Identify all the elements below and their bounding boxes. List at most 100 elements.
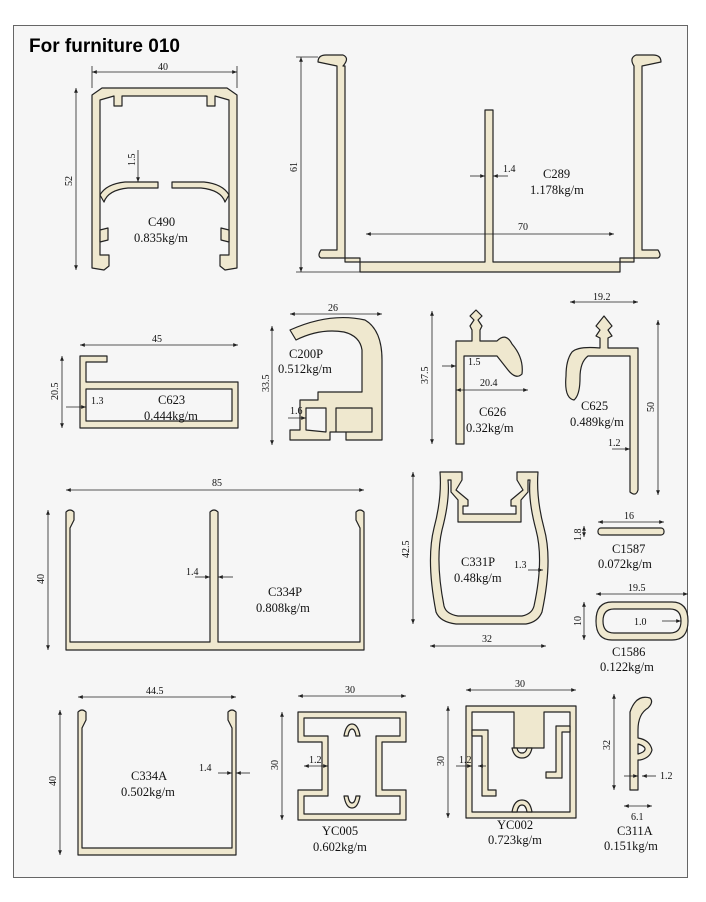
C289-dim-2: 70 (518, 222, 528, 233)
C311A-weight: 0.151kg/m (604, 839, 658, 853)
profile-C200P: 26 33.5 1.6 C200P 0.512kg/m (261, 303, 383, 445)
C1586-code: C1586 (612, 645, 645, 659)
C623-weight: 0.444kg/m (144, 409, 198, 423)
profile-C625: 19.2 50 1.2 C625 0.489kg/m (565, 292, 660, 495)
profile-C626: 37.5 1.5 20.4 C626 0.32kg/m (420, 309, 528, 445)
YC002-inner-left (471, 729, 497, 797)
C311A-code: C311A (617, 824, 653, 838)
C1587-weight: 0.072kg/m (598, 557, 652, 571)
C490-weight: 0.835kg/m (134, 231, 188, 245)
YC002-outline (465, 705, 577, 819)
C490-outline (91, 87, 238, 271)
page-title: For furniture 010 (29, 36, 180, 57)
C334P-code: C334P (268, 585, 302, 599)
C623-dim-1: 20.5 (50, 383, 61, 401)
YC002-dim-1: 30 (436, 756, 447, 766)
profile-C289: 61 1.4 70 C289 1.178kg/m (289, 54, 662, 273)
C1586-dim-1: 10 (573, 616, 584, 626)
C626-dim-2: 20.4 (480, 378, 498, 389)
C625-dim-0: 19.2 (593, 292, 611, 303)
C311A-outline (629, 696, 653, 791)
C490-dim-0: 40 (158, 62, 168, 73)
C334A-dim-0: 44.5 (146, 686, 164, 697)
C626-dim-0: 37.5 (420, 367, 431, 385)
C490-left-hook (99, 227, 109, 243)
C1587-outline (597, 527, 665, 536)
C626-code: C626 (479, 405, 506, 419)
C490-dim-1: 52 (64, 176, 75, 186)
C200P-weight: 0.512kg/m (278, 362, 332, 376)
C289-dim-0: 61 (289, 162, 300, 172)
C1586-dim-2: 1.0 (634, 617, 647, 628)
YC005-bottom-hook (343, 795, 361, 809)
C200P-dim-0: 26 (328, 303, 338, 314)
YC002-dim-0: 30 (515, 679, 525, 690)
C490-right-hook (220, 227, 230, 243)
YC005-dim-2: 1.2 (309, 755, 322, 766)
C625-dim-2: 1.2 (608, 438, 621, 449)
profile-YC005: 30 30 1.2 YC005 0.602kg/m (270, 685, 407, 854)
YC002-code: YC002 (497, 818, 533, 832)
C331P-outline (429, 471, 549, 625)
C623-outline (79, 355, 239, 429)
YC002-dim-2: 1.2 (459, 755, 472, 766)
YC002-hook-bottom (511, 799, 533, 813)
C626-weight: 0.32kg/m (466, 421, 514, 435)
profile-C1586: 19.5 10 1.0 C1586 0.122kg/m (573, 583, 689, 674)
C311A-dim-2: 6.1 (631, 812, 644, 823)
C311A-dim-0: 32 (602, 740, 613, 750)
C200P-dim-1: 33.5 (261, 375, 272, 393)
C200P-outline (289, 316, 383, 441)
C334A-code: C334A (131, 769, 167, 783)
YC002-weight: 0.723kg/m (488, 833, 542, 847)
C331P-code: C331P (461, 555, 495, 569)
C625-code: C625 (581, 399, 608, 413)
C490-left-arm (99, 181, 159, 203)
C331P-dim-2: 32 (482, 634, 492, 645)
YC002-inner-right (545, 725, 571, 779)
C334P-weight: 0.808kg/m (256, 601, 310, 615)
C623-code: C623 (158, 393, 185, 407)
C289-dim-1: 1.4 (503, 164, 516, 175)
C625-weight: 0.489kg/m (570, 415, 624, 429)
profile-YC002: 30 30 1.2 YC002 0.723kg/m (436, 679, 577, 847)
profile-C334A: 44.5 40 1.4 C334A 0.502kg/m (48, 686, 250, 856)
profile-C623: 45 20.5 1.3 C623 0.444kg/m (50, 334, 239, 429)
C625-outline (565, 315, 639, 495)
C490-dim-2: 1.5 (127, 154, 138, 167)
YC005-outline (297, 711, 407, 821)
C626-dim-1: 1.5 (468, 357, 481, 368)
C331P-dim-0: 42.5 (401, 541, 412, 559)
YC005-code: YC005 (322, 824, 358, 838)
C623-dim-2: 1.3 (91, 396, 104, 407)
C623-dim-0: 45 (152, 334, 162, 345)
C1587-code: C1587 (612, 542, 645, 556)
C289-outline (317, 54, 662, 273)
C334A-dim-2: 1.4 (199, 763, 212, 774)
C289-weight: 1.178kg/m (530, 183, 584, 197)
profile-C331P: 42.5 1.3 32 C331P 0.48kg/m (401, 471, 549, 648)
YC005-dim-1: 30 (270, 760, 281, 770)
YC005-weight: 0.602kg/m (313, 840, 367, 854)
C1586-outline (595, 601, 689, 641)
C331P-dim-1: 1.3 (514, 560, 527, 571)
C626-outline (455, 309, 523, 445)
profile-C311A: 32 1.2 6.1 C311A 0.151kg/m (602, 694, 673, 853)
C289-code: C289 (543, 167, 570, 181)
C625-dim-1: 50 (646, 402, 657, 412)
YC002-hook-top (511, 747, 533, 759)
C334P-dim-1: 40 (36, 574, 47, 584)
C490-right-arm (171, 181, 230, 203)
C334P-outline (65, 509, 365, 651)
C200P-dim-2: 1.6 (290, 406, 303, 417)
C200P-code: C200P (289, 347, 323, 361)
C490-code: C490 (148, 215, 175, 229)
C334P-dim-2: 1.4 (186, 567, 199, 578)
YC005-top-hook (343, 723, 361, 737)
C334A-dim-1: 40 (48, 776, 59, 786)
C331P-weight: 0.48kg/m (454, 571, 502, 585)
C1586-dim-0: 19.5 (628, 583, 646, 594)
C334P-dim-0: 85 (212, 478, 222, 489)
C311A-dim-1: 1.2 (660, 771, 673, 782)
